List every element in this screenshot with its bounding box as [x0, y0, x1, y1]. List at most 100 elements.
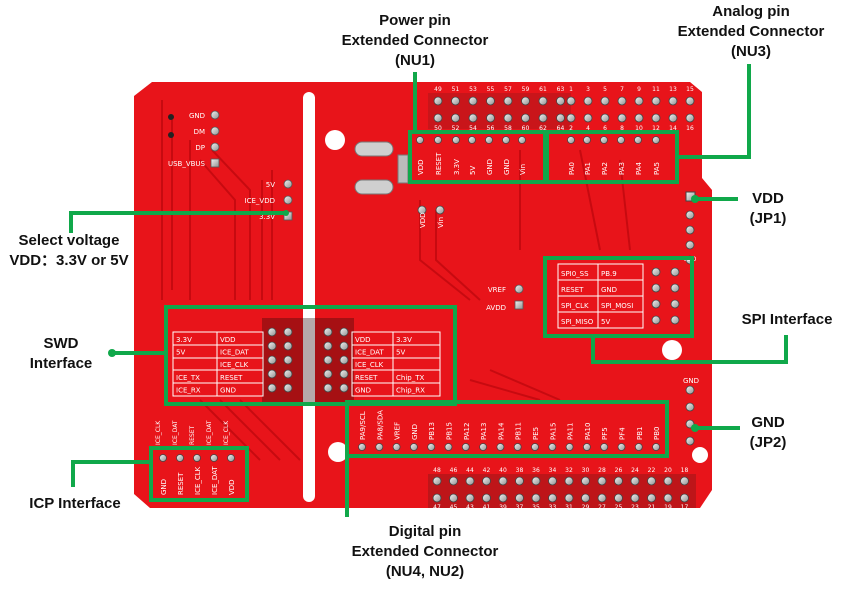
- callout-analog-line2: Extended Connector: [677, 23, 825, 40]
- right-gnd-pin: [685, 385, 695, 395]
- swd-left-label-a: 5V: [176, 349, 185, 357]
- top-header-pin-lower: [685, 113, 695, 123]
- analog-pin-label: PA5: [653, 162, 661, 175]
- digital-pin-pad: [600, 443, 609, 451]
- top-header-pin-upper: [685, 96, 695, 106]
- top-header-pin-upper: [521, 96, 530, 106]
- spi-pad-left: [651, 299, 661, 309]
- spi-pad-right: [670, 267, 680, 277]
- top-header-pin-lower: [634, 113, 644, 123]
- digital-pin-highlight: [345, 400, 669, 458]
- bottom-header-pin-lower: [581, 493, 590, 503]
- top-number-upper: 63: [557, 86, 565, 93]
- icp-leader: [71, 460, 151, 487]
- digital-pin-label: PA8/SDA: [376, 410, 384, 440]
- icp-pin-label: RESET: [177, 472, 185, 495]
- top-number-upper: 1: [569, 86, 573, 93]
- digital-pin-label: PB13: [428, 422, 436, 440]
- spi-pad-right: [670, 299, 680, 309]
- bottom-number-lower: 21: [648, 504, 656, 511]
- swd-pin: [283, 369, 293, 379]
- digital-pin-label: PE5: [532, 427, 540, 440]
- top-header-pin-lower: [651, 113, 661, 123]
- bottom-header-pin-lower: [564, 493, 574, 503]
- bottom-header-pin-lower: [465, 493, 475, 503]
- top-number-lower: 58: [504, 125, 512, 132]
- top-number-upper: 7: [620, 86, 624, 93]
- top-number-upper: 61: [539, 86, 547, 93]
- icp-top-label: RESET: [189, 425, 196, 445]
- swd-pin: [339, 327, 349, 337]
- digital-pin-pad: [513, 443, 522, 451]
- top-number-upper: 9: [637, 86, 641, 93]
- top-number-upper: 5: [603, 86, 607, 93]
- digital-pin-pad: [496, 443, 505, 451]
- bottom-header-pin-upper: [515, 476, 524, 486]
- top-header-pin-lower: [433, 113, 443, 123]
- bottom-header-pin-upper: [498, 476, 508, 486]
- top-header-pin-lower: [503, 113, 513, 123]
- swd-pin: [339, 383, 349, 393]
- digital-pin-pad: [583, 443, 591, 451]
- bottom-header-pin-upper: [531, 476, 541, 486]
- spi-label-right: PB.9: [601, 270, 617, 278]
- bottom-number-upper: 26: [615, 467, 623, 474]
- callout-select-line1: Select voltage: [18, 232, 120, 249]
- swd-pin: [283, 355, 293, 365]
- highlight-boxes: [149, 130, 694, 502]
- icp-pads: [159, 454, 235, 462]
- bottom-number-upper: 28: [598, 467, 606, 474]
- top-header-pin-upper: [486, 96, 495, 106]
- icp-top-label: ICE_DAT: [172, 420, 179, 445]
- swd-left-label-a: ICE_TX: [176, 374, 200, 382]
- power-pin-label: Vin: [519, 164, 527, 175]
- callout-power-line3: (NU1): [395, 52, 435, 69]
- swd-header-base: [262, 318, 354, 404]
- bottom-number-lower: 39: [499, 504, 507, 511]
- power-pin-pad: [434, 136, 442, 144]
- bottom-header-pin-lower: [449, 493, 458, 503]
- digital-pin-pad: [461, 443, 470, 451]
- digital-pin-label: PA10: [584, 423, 592, 440]
- top-header-pin-lower: [451, 113, 460, 123]
- digital-pin-pad: [409, 443, 418, 451]
- bottom-number-upper: 38: [516, 467, 524, 474]
- power-pin-pad: [452, 136, 460, 144]
- digital-pin-pad: [479, 443, 488, 451]
- bottom-number-lower: 25: [615, 504, 623, 511]
- bottom-header-pin-upper: [564, 476, 574, 486]
- digital-pin-label: PA13: [480, 423, 488, 440]
- analog-leader: [677, 64, 751, 159]
- swd-pin: [323, 341, 333, 351]
- spi-pad-right: [670, 283, 680, 293]
- callout-swd: SWD Interface: [18, 334, 104, 374]
- digital-pin-pad: [392, 443, 401, 451]
- top-header-pin-lower: [583, 113, 593, 123]
- leader-lines: [69, 64, 788, 517]
- top-header-pin-upper: [503, 96, 513, 106]
- swd-pin: [267, 327, 277, 337]
- callout-digital-line1: Digital pin: [388, 523, 462, 540]
- analog-pin-pad: [600, 136, 608, 144]
- callout-select-voltage: Select voltage VDD：3.3V or 5V: [0, 231, 138, 271]
- top-number-upper: 57: [504, 86, 512, 93]
- swd-right-label-b: Chip_TX: [396, 374, 424, 382]
- icp-pin-label: ICE_DAT: [211, 466, 219, 495]
- top-number-lower: 60: [522, 125, 530, 132]
- top-number-lower: 14: [669, 125, 677, 132]
- top-header-pin-lower: [617, 113, 627, 123]
- mounting-holes: [325, 130, 708, 463]
- power-lower-label: VDD: [419, 212, 427, 228]
- icp-top-label: ICE_CLK: [155, 420, 162, 445]
- pcb-board: [134, 82, 712, 508]
- swd-left-label-b: ICE_CLK: [220, 361, 249, 369]
- bottom-number-lower: 41: [483, 504, 491, 511]
- bottom-number-upper: 30: [582, 467, 590, 474]
- right-side-pin: [685, 225, 695, 235]
- top-number-upper: 15: [686, 86, 694, 93]
- bottom-header-pin-lower: [498, 493, 508, 503]
- voltage-label: 5V: [266, 181, 275, 189]
- power-pin-label: RESET: [435, 152, 443, 175]
- top-number-upper: 59: [522, 86, 530, 93]
